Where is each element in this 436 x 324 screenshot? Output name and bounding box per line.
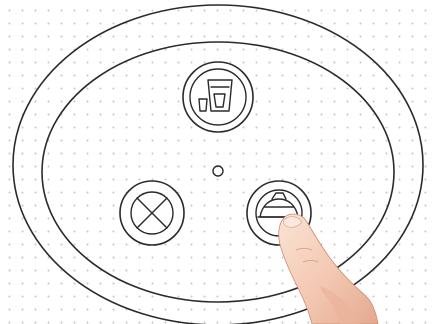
cancel-button[interactable]	[120, 181, 184, 245]
pointing-finger	[279, 214, 378, 324]
drinks-button[interactable]	[183, 62, 253, 132]
status-light	[213, 166, 223, 176]
panel-outer-rim	[13, 5, 423, 324]
